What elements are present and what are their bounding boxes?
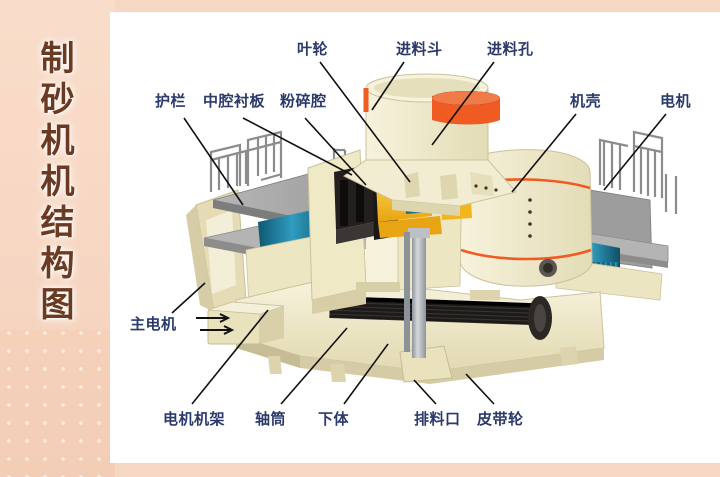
title-char-6: 图 (40, 285, 75, 325)
callout-label-yelun: 叶轮 (297, 40, 329, 58)
main-motor-box (207, 309, 261, 345)
shaft-tube (412, 232, 426, 358)
title-char-3: 机 (40, 162, 75, 202)
page-title: 制 砂 机 机 结 构 图 (0, 40, 115, 325)
callout-label-pidailun: 皮带轮 (477, 410, 524, 428)
title-char-2: 机 (40, 121, 75, 161)
callout-label-pailiaokou: 排料口 (414, 410, 461, 428)
callout-label-jinliaodou: 进料斗 (396, 40, 443, 58)
title-char-5: 构 (40, 244, 75, 284)
shell-bolts (528, 198, 532, 238)
title-char-1: 砂 (40, 80, 75, 120)
callout-label-dianjijijia: 电机机架 (163, 410, 226, 428)
callout-label-jike: 机壳 (570, 92, 602, 110)
callout-label-xiati: 下体 (318, 410, 350, 428)
callout-label-fensuiqiang: 粉碎腔 (280, 92, 327, 110)
title-char-4: 结 (40, 203, 75, 243)
title-char-0: 制 (40, 39, 75, 79)
callout-label-zhoutong: 轴筒 (255, 410, 287, 428)
callout-label-dianji: 电机 (660, 92, 692, 110)
callout-label-hulan: 护栏 (155, 92, 187, 110)
callout-label-jinliaokong: 进料孔 (487, 40, 534, 58)
sidebar-band-top-solid (0, 0, 115, 330)
shell-orange-band-bottom (460, 248, 592, 261)
callout-label-zhongqiang: 中腔衬板 (203, 92, 266, 110)
callout-label-zhudianji: 主电机 (130, 315, 177, 333)
misc-fittings (356, 259, 557, 300)
